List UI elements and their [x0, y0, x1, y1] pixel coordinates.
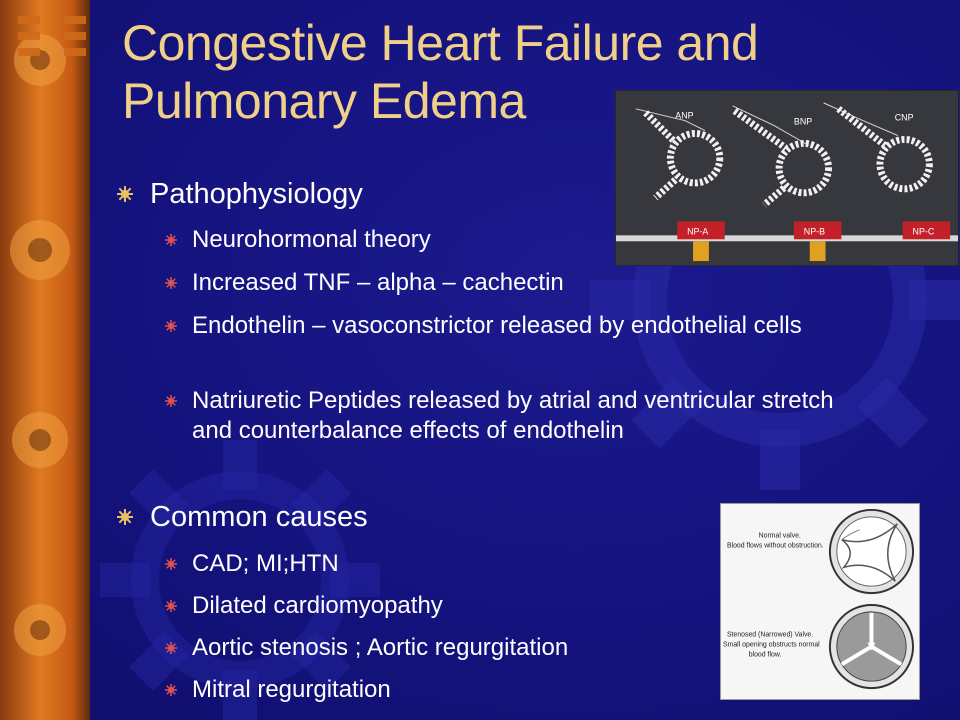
aortic-valve-diagram: Normal valve. Blood flows without obstru…: [720, 503, 920, 700]
list-item: CAD; MI;HTN: [192, 550, 339, 577]
receptor-label-npb: NP-B: [804, 226, 825, 236]
peptide-label-bnp: BNP: [794, 117, 812, 127]
sub-bullet-gear-icon: [165, 642, 177, 654]
page-title: Congestive Heart Failure and Pulmonary E…: [122, 14, 902, 130]
section-heading-pathophysiology: Pathophysiology: [150, 178, 363, 210]
sub-bullet-gear-icon: [165, 277, 177, 289]
list-item: Dilated cardiomyopathy: [192, 592, 443, 619]
peptide-label-anp: ANP: [675, 111, 693, 121]
list-item: Endothelin – vasoconstrictor released by…: [192, 312, 802, 339]
list-item: Natriuretic Peptides released by atrial …: [192, 387, 834, 444]
title-gear-icon: [18, 16, 86, 56]
sub-bullet-gear-icon: [165, 395, 177, 407]
receptor-label-npa: NP-A: [687, 226, 708, 236]
title-line-2: Pulmonary Edema: [122, 73, 526, 129]
list-item: Neurohormonal theory: [192, 226, 431, 253]
normal-valve-caption-1: Normal valve.: [759, 533, 801, 540]
bullet-gear-icon: [117, 186, 133, 202]
natriuretic-peptide-diagram: ANP BNP CNP NP-A NP-B NP-C: [614, 90, 960, 266]
sub-bullet-gear-icon: [165, 234, 177, 246]
peptide-label-cnp: CNP: [895, 113, 914, 123]
stenosed-valve-caption-1: Stenosed (Narrowed) Valve.: [727, 632, 813, 639]
sub-bullet-gear-icon: [165, 558, 177, 570]
sub-bullet-gear-icon: [165, 320, 177, 332]
background-gear-icon: [100, 440, 380, 720]
bullet-gear-icon: [117, 509, 133, 525]
list-item: Increased TNF – alpha – cachectin: [192, 269, 564, 296]
receptor-label-npc: NP-C: [913, 226, 935, 236]
stenosed-valve-caption-3: blood flow.: [749, 651, 782, 658]
normal-valve-caption-2: Blood flows without obstruction.: [727, 543, 824, 550]
left-decorative-bar: [0, 0, 90, 720]
list-item: Mitral regurgitation: [192, 676, 391, 703]
list-item: Aortic stenosis ; Aortic regurgitation: [192, 634, 569, 661]
title-line-1: Congestive Heart Failure and: [122, 15, 759, 71]
sub-bullet-gear-icon: [165, 684, 177, 696]
sub-bullet-gear-icon: [165, 600, 177, 612]
stenosed-valve-caption-2: Small opening obstructs normal: [723, 642, 820, 649]
section-heading-common-causes: Common causes: [150, 501, 368, 533]
